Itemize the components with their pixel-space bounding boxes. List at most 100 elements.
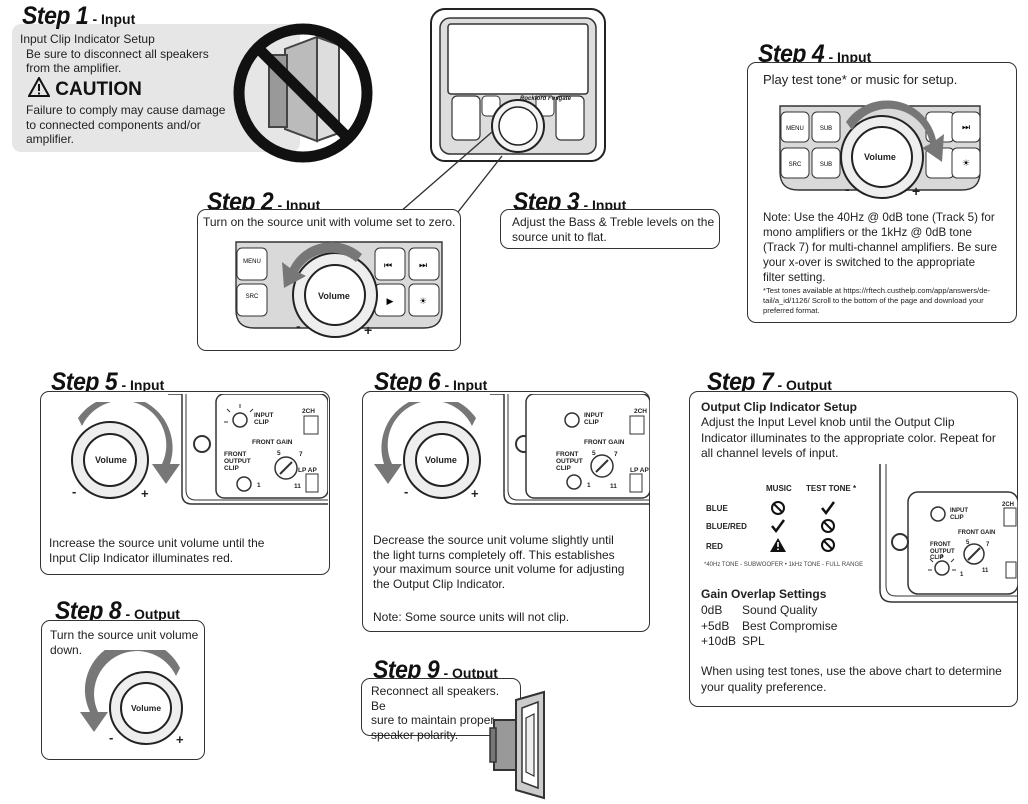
- step2-text: Turn on the source unit with volume set …: [203, 215, 456, 229]
- step5-amp-panel: [168, 394, 328, 505]
- step6-amp-panel: [490, 394, 650, 505]
- step8-volume-label: Volume: [131, 703, 162, 713]
- svg-text:▶: ▶: [387, 296, 394, 306]
- step4-knob-illustration: MENU SUB SRC SUB ⏭ ☀: [779, 100, 981, 199]
- step2-knob-illustration: MENU SRC ⏮ ⏭ ▶ ☀: [235, 241, 443, 338]
- step4-note4: your x-over is switched to the appropria…: [763, 256, 976, 269]
- step3-line1: Adjust the Bass & Treble levels on the: [512, 215, 715, 229]
- step3-line2: source unit to flat.: [512, 229, 607, 244]
- step7-table-footnote: *40Hz TONE - SUBWOOFER • 1kHz TONE - FUL…: [704, 562, 864, 568]
- svg-text:⏭: ⏭: [962, 122, 970, 132]
- step8-text: Turn the source unit volume down.: [50, 628, 202, 657]
- step5-line2: Input Clip Indicator illuminates red.: [49, 550, 234, 565]
- step4-note2: mono amplifiers or the 1kHz @ 0dB tone: [763, 226, 972, 239]
- step1-line1: Be sure to disconnect all speakers: [26, 46, 209, 61]
- step5-knob-illustration: [71, 402, 180, 499]
- gain-overlap-heading: Gain Overlap Settings: [701, 587, 827, 601]
- no-icon: [821, 519, 835, 533]
- step4-volume-label: Volume: [864, 152, 896, 162]
- warning-icon: [770, 538, 786, 552]
- step1-heading: Input Clip Indicator Setup: [20, 32, 155, 46]
- step6-text: Decrease the source unit volume slightly…: [373, 533, 643, 591]
- step2-minus: -: [296, 318, 301, 334]
- step9-line3: speaker polarity.: [371, 727, 459, 742]
- step2-plus: +: [364, 322, 373, 338]
- step1-warn1: Failure to comply may cause damage: [26, 103, 226, 117]
- step6-line1: Decrease the source unit volume slightly…: [373, 533, 614, 547]
- svg-text:Rockford Fosgate: Rockford Fosgate: [520, 96, 572, 102]
- step6-line4: the Output Clip Indicator.: [373, 576, 506, 591]
- svg-text:MENU: MENU: [786, 126, 804, 132]
- svg-text:SRC: SRC: [789, 162, 802, 168]
- step7-line1: Adjust the Input Level knob until the Ou…: [701, 415, 955, 429]
- step3-text: Adjust the Bass & Treble levels on the s…: [512, 215, 722, 244]
- step7-row-bluered: BLUE/RED: [706, 522, 747, 531]
- step8-line1: Turn the source unit volume: [50, 628, 199, 642]
- step8-knob-illustration: [80, 650, 183, 745]
- step7-col-music: MUSIC: [766, 484, 792, 493]
- step4-note1: Note: Use the 40Hz @ 0dB tone (Track 5) …: [763, 211, 995, 224]
- step6-volume-label: Volume: [425, 455, 457, 465]
- step6-line3: your maximum source unit volume for adju…: [373, 562, 625, 576]
- caution-label: CAUTION: [27, 75, 142, 103]
- step4-note5: filter setting.: [763, 271, 826, 284]
- step9-text: Reconnect all speakers. Be sure to maint…: [371, 684, 516, 742]
- step8-plus: +: [176, 732, 184, 747]
- step7-foot1: When using test tones, use the above cha…: [701, 664, 1002, 678]
- step1-warn2: to connected components and/or: [26, 117, 201, 132]
- warning-triangle-icon: [27, 75, 51, 103]
- step1-warning: Failure to comply may cause damage to co…: [26, 103, 246, 147]
- step4-minus: -: [845, 181, 850, 197]
- step4-plus: +: [912, 183, 921, 199]
- step2-volume-label: Volume: [318, 291, 350, 301]
- head-unit-illustration: Rockford Fosgate: [430, 8, 606, 162]
- step6-note: Note: Some source units will not clip.: [373, 610, 570, 624]
- step9-line1: Reconnect all speakers. Be: [371, 684, 500, 713]
- step4-fine3: preferred format.: [763, 306, 820, 315]
- check-icon: [771, 519, 786, 534]
- step7-row-red: RED: [706, 542, 723, 551]
- svg-text:MENU: MENU: [243, 259, 261, 265]
- step6-plus: +: [471, 486, 479, 501]
- step1-warn3: amplifier.: [26, 132, 75, 146]
- step8-line2: down.: [50, 642, 83, 657]
- step3-panel: [500, 209, 720, 249]
- svg-text:SUB: SUB: [820, 162, 832, 168]
- no-speaker-icon: [233, 23, 373, 163]
- svg-text:SUB: SUB: [820, 126, 832, 132]
- svg-text:☀: ☀: [419, 296, 427, 306]
- step7-heading: Output Clip Indicator Setup: [701, 400, 857, 414]
- step7-line3: all channel levels of input.: [701, 446, 839, 460]
- step4-fine1: *Test tones available at https://rftech.…: [763, 286, 991, 295]
- step4-note3: (Track 7) for multi-channel amplifiers. …: [763, 241, 998, 254]
- step7-text: Adjust the Input Level knob until the Ou…: [701, 415, 1013, 462]
- step6-line2: the light turns completely off. This est…: [373, 547, 615, 562]
- step7-row-blue: BLUE: [706, 504, 728, 513]
- step1-line2: from the amplifier.: [26, 61, 122, 75]
- step1-title: Step 1 - Input: [22, 2, 136, 30]
- step6-minus: -: [404, 484, 409, 499]
- svg-text:☀: ☀: [962, 158, 970, 168]
- step4-fineprint: *Test tones available at https://rftech.…: [763, 286, 1013, 316]
- svg-text:⏮: ⏮: [384, 260, 392, 270]
- step7-foot: When using test tones, use the above cha…: [701, 664, 1013, 695]
- step5-line1: Increase the source unit volume until th…: [49, 536, 265, 550]
- step5-volume-label: Volume: [95, 455, 127, 465]
- step4-fine2: tail/a_id/1126/ Scroll to the bottom of …: [763, 296, 984, 305]
- step6-knob-illustration: [374, 402, 481, 499]
- step5-plus: +: [141, 486, 149, 501]
- no-icon: [821, 538, 835, 552]
- step5-minus: -: [72, 484, 77, 499]
- step7-amp-panel: [879, 464, 1018, 603]
- check-icon: [821, 501, 836, 516]
- step5-text: Increase the source unit volume until th…: [49, 536, 319, 565]
- speaker-icon: [489, 690, 545, 800]
- step1-text: Input Clip Indicator Setup Be sure to di…: [20, 32, 240, 76]
- step7-col-tone: TEST TONE *: [806, 484, 857, 493]
